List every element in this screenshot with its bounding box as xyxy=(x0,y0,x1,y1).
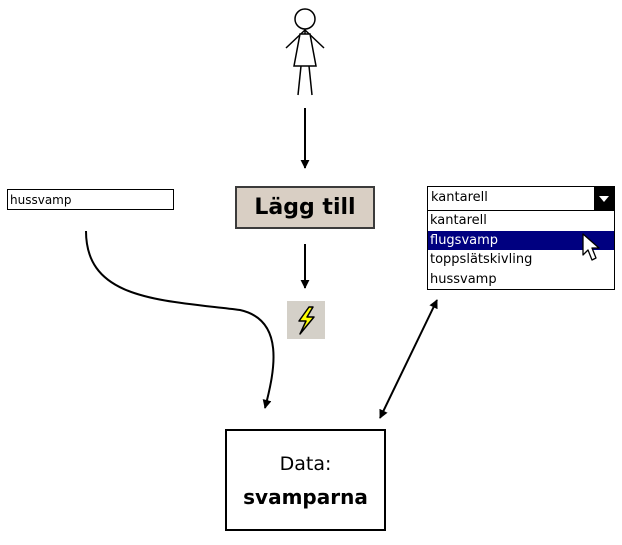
dropdown-option[interactable]: hussvamp xyxy=(430,271,497,287)
dropdown-option[interactable]: toppslätskivling xyxy=(430,252,533,267)
data-store-title: Data: xyxy=(279,453,332,475)
dropdown-arrow-icon[interactable] xyxy=(594,187,614,210)
event-trigger xyxy=(287,301,325,339)
arrow-data-dropdown-bidirectional xyxy=(379,299,438,419)
data-store-box: Data: svamparna xyxy=(225,429,386,531)
lightning-bolt-icon xyxy=(298,306,315,335)
mouse-pointer-icon xyxy=(582,233,600,261)
mushroom-name-input[interactable] xyxy=(7,189,174,210)
add-button[interactable]: Lägg till xyxy=(235,186,375,229)
dropdown-option[interactable]: kantarell xyxy=(430,213,487,228)
arrow-input-to-data xyxy=(85,230,275,409)
data-store-name: svamparna xyxy=(243,485,368,509)
stick-figure-icon xyxy=(285,8,325,96)
mushroom-dropdown[interactable]: kantarell kantarell flugsvamp toppslätsk… xyxy=(427,186,615,290)
dropdown-option-highlighted[interactable]: flugsvamp xyxy=(428,230,614,250)
dropdown-header[interactable]: kantarell xyxy=(428,187,614,211)
dropdown-selected-value: kantarell xyxy=(431,190,488,205)
